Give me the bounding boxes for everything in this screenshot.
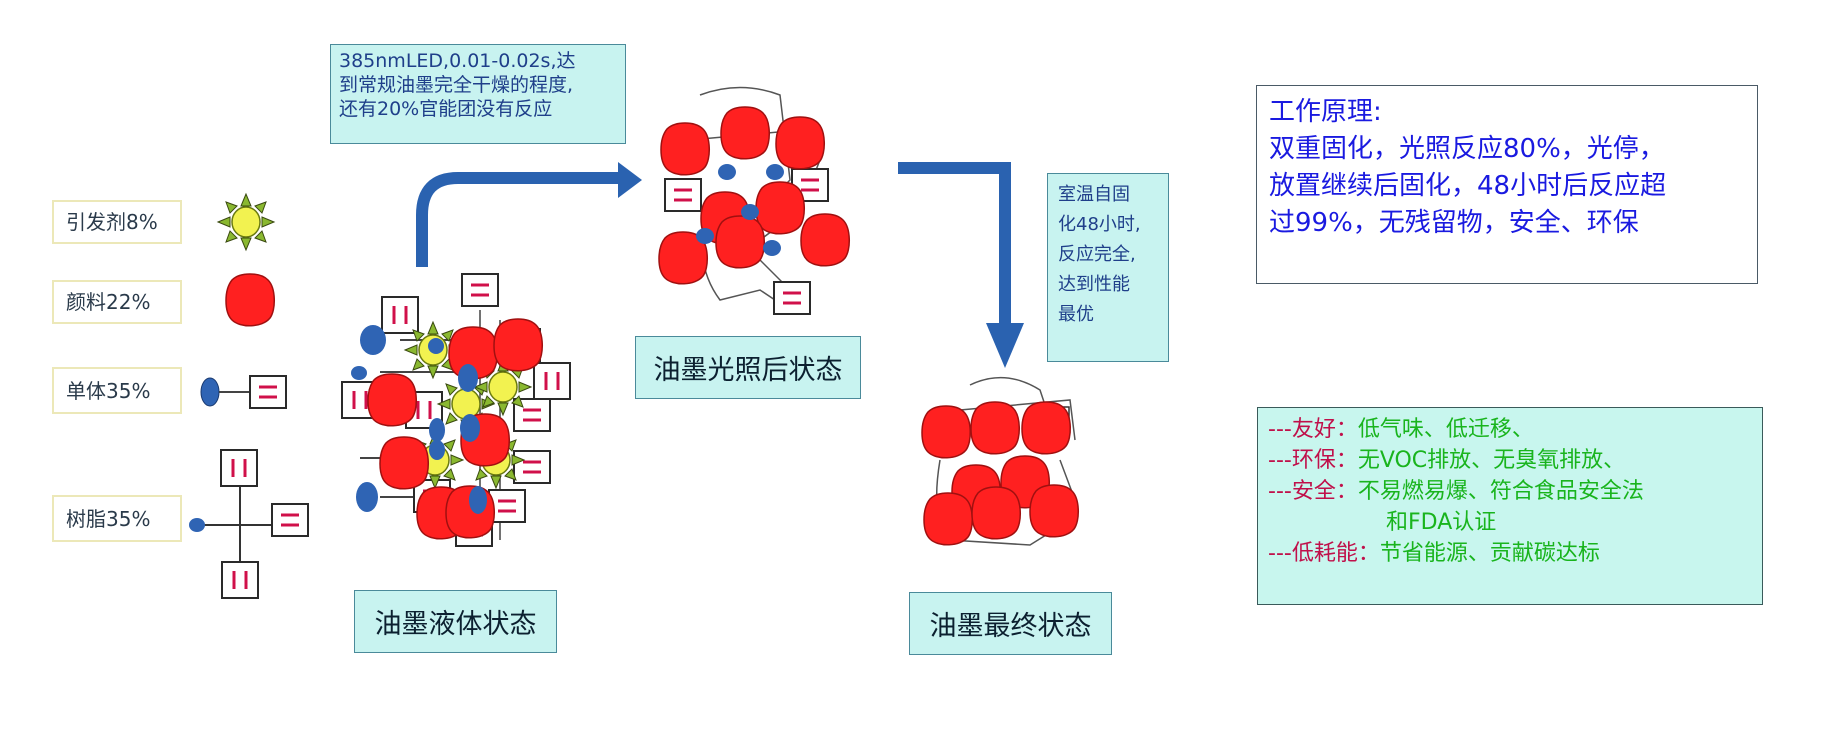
post-cure-note-box: 室温自固 化48小时, 反应完全, 达到性能 最优: [1047, 173, 1169, 362]
legend-resin-label: 树脂35%: [52, 495, 182, 542]
monomer-icon: [200, 374, 288, 410]
after-light-state-label: 油墨光照后状态: [635, 336, 861, 399]
resin-icon: [189, 448, 310, 600]
principle-line: 双重固化，光照反应80%，光停，: [1269, 134, 1665, 164]
cure-note-line: 室温自固: [1058, 184, 1130, 205]
legend-text: 单体35%: [66, 378, 151, 403]
pigment-blob-icon: [225, 273, 276, 327]
feature-value: 不易燃易爆、符合食品安全法: [1357, 479, 1644, 504]
legend-pigment-label: 颜料22%: [52, 280, 182, 324]
light-cure-arrow: [416, 162, 642, 267]
working-principle-box: 工作原理: 双重固化，光照反应80%，光停， 放置继续后固化，48小时后反应超 …: [1256, 85, 1758, 284]
principle-line: 放置继续后固化，48小时后反应超: [1269, 171, 1667, 201]
feature-row-safety: ---安全： 不易燃易爆、符合食品安全法: [1268, 476, 1752, 507]
feature-row-eco: ---环保： 无VOC排放、无臭氧排放、: [1268, 445, 1752, 476]
principle-line: 过99%，无残留物，安全、环保: [1269, 208, 1639, 238]
feature-key: ---环保：: [1268, 448, 1358, 473]
feature-key: ---安全：: [1268, 479, 1358, 504]
initiator-sun-icon: [217, 193, 275, 251]
feature-row-energy: ---低耗能： 节省能源、贡献碳达标: [1268, 538, 1752, 569]
feature-value: 无VOC排放、无臭氧排放、: [1357, 448, 1626, 473]
led-note-line: 还有20%官能团没有反应: [339, 98, 553, 120]
post-cure-arrow: [898, 162, 1024, 368]
cure-note-line: 化48小时,: [1058, 214, 1141, 235]
after-light-cluster: [658, 86, 851, 316]
feature-key: ---低耗能：: [1268, 541, 1380, 566]
feature-value: 和FDA认证: [1386, 510, 1497, 535]
led-note-box: 385nmLED,0.01-0.02s,达 到常规油墨完全干燥的程度, 还有20…: [330, 44, 626, 144]
feature-row-friendly: ---友好： 低气味、低迁移、: [1268, 414, 1752, 445]
legend-text: 颜料22%: [66, 290, 151, 314]
legend-text: 引发剂8%: [66, 210, 158, 234]
cure-note-line: 最优: [1058, 304, 1094, 325]
liquid-state-label: 油墨液体状态: [354, 590, 557, 653]
legend-text: 树脂35%: [66, 506, 151, 531]
final-state-label: 油墨最终状态: [909, 592, 1112, 655]
led-note-line: 385nmLED,0.01-0.02s,达: [339, 50, 576, 72]
cure-note-line: 反应完全,: [1058, 244, 1136, 265]
final-ink-cluster: [921, 376, 1080, 546]
feature-value: 节省能源、贡献碳达标: [1379, 541, 1600, 566]
feature-key: ---友好：: [1268, 417, 1358, 442]
features-box: ---友好： 低气味、低迁移、 ---环保： 无VOC排放、无臭氧排放、 ---…: [1257, 407, 1763, 605]
liquid-ink-cluster: [340, 272, 572, 548]
cure-note-line: 达到性能: [1058, 274, 1130, 295]
feature-value: 低气味、低迁移、: [1357, 417, 1534, 442]
principle-title: 工作原理:: [1269, 97, 1382, 127]
legend-monomer-label: 单体35%: [52, 367, 182, 414]
legend-initiator-label: 引发剂8%: [52, 200, 182, 244]
led-note-line: 到常规油墨完全干燥的程度,: [339, 74, 574, 96]
feature-row-safety-cont: 和FDA认证: [1268, 507, 1752, 538]
